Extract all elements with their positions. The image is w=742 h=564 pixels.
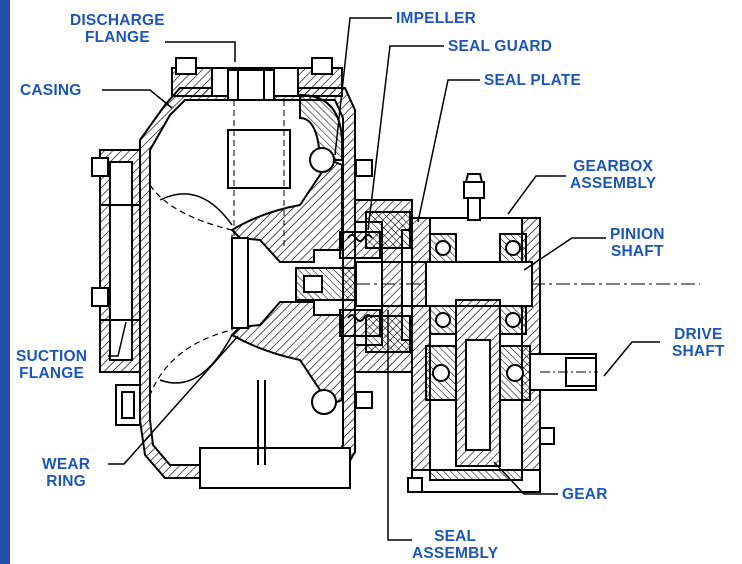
label-impeller: IMPELLER	[396, 10, 476, 27]
label-seal-assembly-line1: SEAL	[434, 528, 477, 545]
label-wear-ring: WEAR RING	[42, 456, 90, 490]
label-discharge-flange-line2: FLANGE	[84, 29, 150, 46]
label-suction-flange-line1: SUCTION	[16, 348, 88, 365]
pinion-shaft	[425, 233, 533, 335]
suction-flange-plate	[91, 149, 141, 426]
label-gear: GEAR	[562, 486, 608, 503]
gear-and-drive-shaft	[425, 299, 598, 467]
label-suction-flange: SUCTION FLANGE	[16, 348, 87, 382]
label-discharge-flange: DISCHARGE FLANGE	[70, 12, 165, 46]
label-casing: CASING	[20, 82, 82, 99]
label-gearbox-assembly: GEARBOX ASSEMBLY	[570, 158, 656, 192]
impeller	[230, 147, 343, 415]
label-seal-assembly-line2: ASSEMBLY	[412, 545, 499, 562]
label-pinion-shaft-line1: PINION	[610, 226, 665, 243]
label-gearbox-assembly-line1: GEARBOX	[573, 158, 654, 175]
label-seal-plate: SEAL PLATE	[484, 72, 582, 89]
label-gearbox-assembly-line2: ASSEMBLY	[570, 175, 657, 192]
label-wear-ring-line1: WEAR	[42, 456, 91, 473]
label-wear-ring-line2: RING	[46, 473, 86, 490]
label-discharge-flange-line1: DISCHARGE	[70, 12, 165, 29]
label-seal-assembly: SEAL ASSEMBLY	[412, 528, 498, 562]
left-accent-bar	[0, 0, 10, 564]
base-foot	[199, 380, 351, 489]
label-pinion-shaft-line2: SHAFT	[610, 243, 664, 260]
label-seal-guard: SEAL GUARD	[448, 38, 553, 55]
leader-lines	[102, 17, 660, 541]
discharge-flange-section	[171, 57, 343, 250]
label-pinion-shaft: PINION SHAFT	[610, 226, 665, 260]
label-drive-shaft: DRIVE SHAFT	[672, 326, 725, 360]
label-drive-shaft-line1: DRIVE	[674, 326, 723, 343]
label-suction-flange-line2: FLANGE	[19, 365, 85, 382]
label-drive-shaft-line2: SHAFT	[672, 343, 725, 360]
